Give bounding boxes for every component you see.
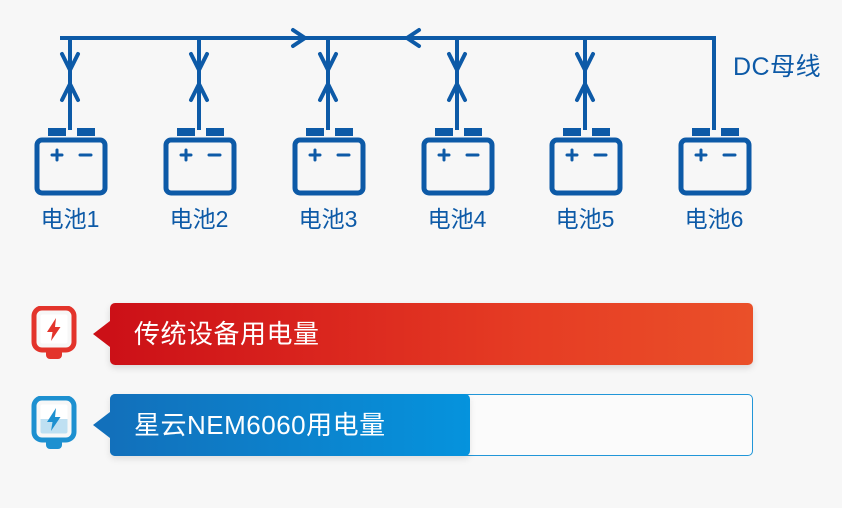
- nem6060-bar-wrap: 星云NEM6060用电量: [93, 394, 753, 456]
- battery-bolt-red-icon: [31, 306, 77, 359]
- battery-symbol-3: [292, 128, 366, 196]
- battery-symbol-4: [421, 128, 495, 196]
- nem6060-bar-fill: 星云NEM6060用电量: [93, 394, 470, 456]
- nem6060-bar-notch: [93, 412, 110, 438]
- branch-line-3: [318, 36, 338, 130]
- battery-symbol-2: [163, 128, 237, 196]
- battery-label-1: 电池1: [40, 206, 100, 232]
- battery-label-2: 电池2: [169, 206, 229, 232]
- battery-label-3: 电池3: [298, 206, 358, 232]
- legacy-bar-label: 传统设备用电量: [134, 319, 320, 349]
- legacy-bar-fill: 传统设备用电量: [93, 303, 753, 365]
- branch-line-4: [447, 36, 467, 130]
- bus-chevron-right: [291, 28, 309, 48]
- battery-bolt-blue-icon: [31, 396, 77, 449]
- branch-line-5: [575, 36, 595, 130]
- battery-symbol-5: [549, 128, 623, 196]
- dc-bus-label: DC母线: [733, 53, 822, 81]
- nem6060-bar-label: 星云NEM6060用电量: [134, 410, 386, 440]
- battery-label-5: 电池5: [555, 206, 615, 232]
- branch-line-2: [189, 36, 209, 130]
- dc-bus-battery-diagram: [34, 28, 752, 196]
- branch-line-1: [60, 36, 80, 130]
- bus-chevron-left: [403, 28, 421, 48]
- battery-label-4: 电池4: [427, 206, 487, 232]
- battery-symbol-6: [678, 128, 752, 196]
- battery-symbol-1: [34, 128, 108, 196]
- legacy-bar-wrap: 传统设备用电量: [93, 303, 753, 365]
- battery-label-6: 电池6: [684, 206, 744, 232]
- legacy-bar-notch: [93, 321, 110, 347]
